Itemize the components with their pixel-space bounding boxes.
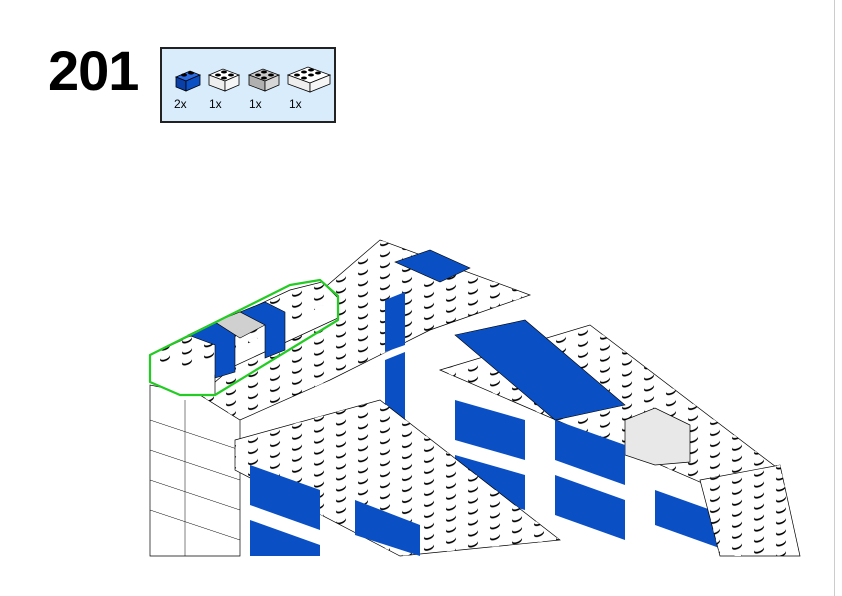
blue-brick: [385, 292, 405, 352]
blue-stripe: [355, 500, 420, 556]
blue-stripe: [555, 475, 625, 540]
blue-brick: [394, 249, 471, 283]
parts-list-panel: 2x 1x 1x 1x: [160, 47, 336, 123]
page-edge: [834, 0, 835, 596]
step-number: 201: [48, 39, 139, 102]
blue-row: [454, 319, 626, 421]
blue-stripe: [250, 520, 320, 556]
part-white-2x3-brick: [286, 63, 332, 93]
blue-brick: [385, 352, 405, 425]
blue-stripe: [455, 400, 525, 460]
part-gray-2x2-brick: [247, 63, 287, 93]
blue-stripe: [250, 465, 320, 530]
part-blue-1x2-brick: [172, 63, 212, 93]
blue-stripe: [555, 420, 625, 485]
floor-studs: [235, 400, 560, 556]
wall-brick-lines: [149, 400, 241, 556]
right-floor-studs: [700, 465, 800, 556]
highlight-outline: [148, 278, 340, 397]
part-white-2x2-brick: [207, 63, 247, 93]
part-qty: 2x: [174, 97, 187, 111]
blue-stripe: [455, 455, 525, 510]
part-qty: 1x: [289, 97, 302, 111]
back-wall-studs: [200, 240, 530, 420]
part-qty: 1x: [209, 97, 222, 111]
blue-stripe: [655, 490, 725, 550]
part-qty: 1x: [249, 97, 262, 111]
